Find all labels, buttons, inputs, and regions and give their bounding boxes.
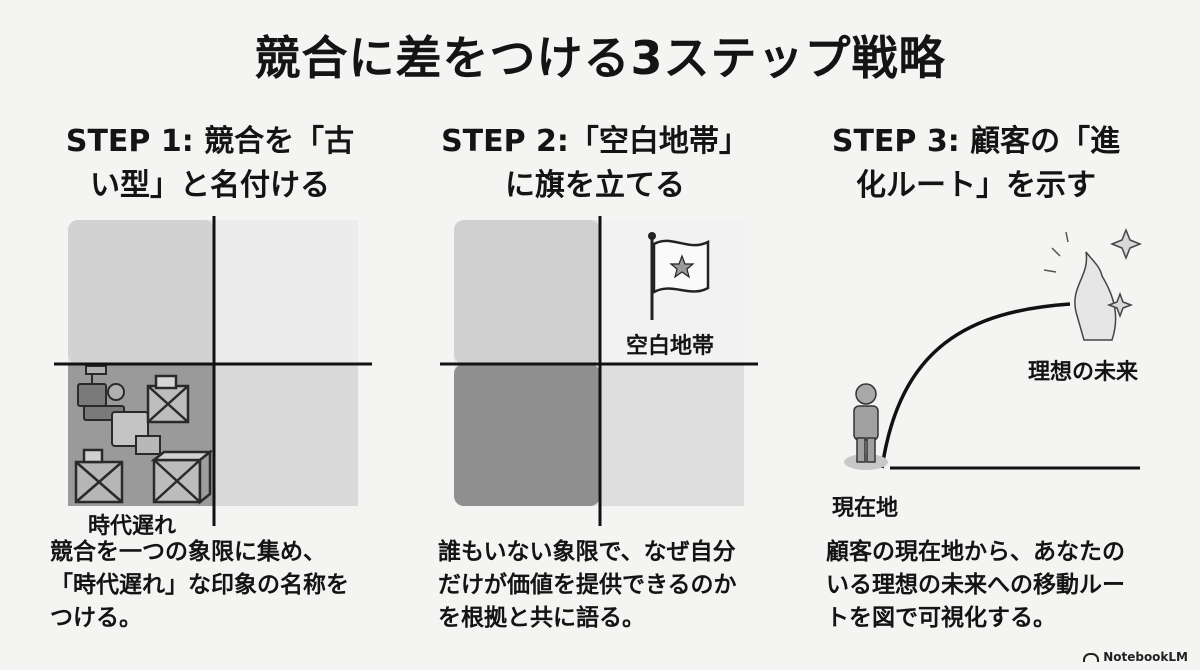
step3-route-diagram: 理想の未来 現在地 <box>820 216 1180 526</box>
quadrant-top-right <box>214 220 358 364</box>
page-title: 競合に差をつける3ステップ戦略 <box>254 31 946 85</box>
step3-description: 顧客の現在地から、あなたの いる理想の未来への移動ルー トを図で可視化する。 <box>826 539 1125 631</box>
step1-title-line1: STEP 1: 競合を「古 <box>65 124 355 159</box>
ideal-future-glow-icon <box>1043 231 1117 341</box>
step2-title: STEP 2:「空白地帯」 に旗を立てる <box>425 120 765 208</box>
step3-title: STEP 3: 顧客の「進 化ルート」を示す <box>806 120 1146 208</box>
quadrant-bottom-right <box>600 364 744 506</box>
current-position-label: 現在地 <box>832 496 899 521</box>
machinery-icon <box>77 365 161 455</box>
step1-description: 競合を一つの象限に集め、 「時代遅れ」な印象の名称を つける。 <box>50 539 349 631</box>
quadrant-bottom-right <box>214 364 358 506</box>
flag-icon <box>648 232 710 320</box>
sparkle-icon <box>1109 227 1143 261</box>
crate-icon <box>150 449 214 505</box>
ideal-future-label: 理想の未来 <box>1028 360 1139 385</box>
crate-icon <box>74 448 124 504</box>
person-icon <box>844 383 888 470</box>
step3-title-line1: STEP 3: 顧客の「進 <box>831 124 1121 159</box>
outdated-label: 時代遅れ <box>88 514 177 539</box>
crate-icon <box>146 374 190 424</box>
quadrant-bottom-left <box>454 364 600 506</box>
step1-quadrant-svg <box>54 216 372 526</box>
step2-title-line1: STEP 2:「空白地帯」 <box>441 124 749 159</box>
sparkle-icon <box>1106 291 1134 319</box>
quadrant-top-left <box>454 220 600 364</box>
step2-title-line2: に旗を立てる <box>505 168 685 203</box>
blank-zone-label: 空白地帯 <box>626 334 715 359</box>
brand-label: NotebookLM <box>1103 650 1188 664</box>
step2-quadrant-svg <box>440 216 758 526</box>
step1-quadrant-diagram: 時代遅れ <box>54 216 374 539</box>
evolution-route <box>880 302 1071 469</box>
step3-title-line2: 化ルート」を示す <box>856 168 1096 203</box>
step2-quadrant-diagram: 空白地帯 <box>440 216 770 526</box>
notebooklm-logo-icon <box>1083 652 1100 662</box>
quadrant-top-left <box>68 220 214 364</box>
step2-description: 誰もいない象限で、なぜ自分 だけが価値を提供できるのか を根拠と共に語る。 <box>438 539 737 631</box>
brand-watermark: NotebookLM <box>1083 650 1188 664</box>
step1-title-line2: い型」と名付ける <box>90 168 330 203</box>
step1-title: STEP 1: 競合を「古 い型」と名付ける <box>40 120 380 208</box>
step3-route-svg <box>844 227 1143 470</box>
